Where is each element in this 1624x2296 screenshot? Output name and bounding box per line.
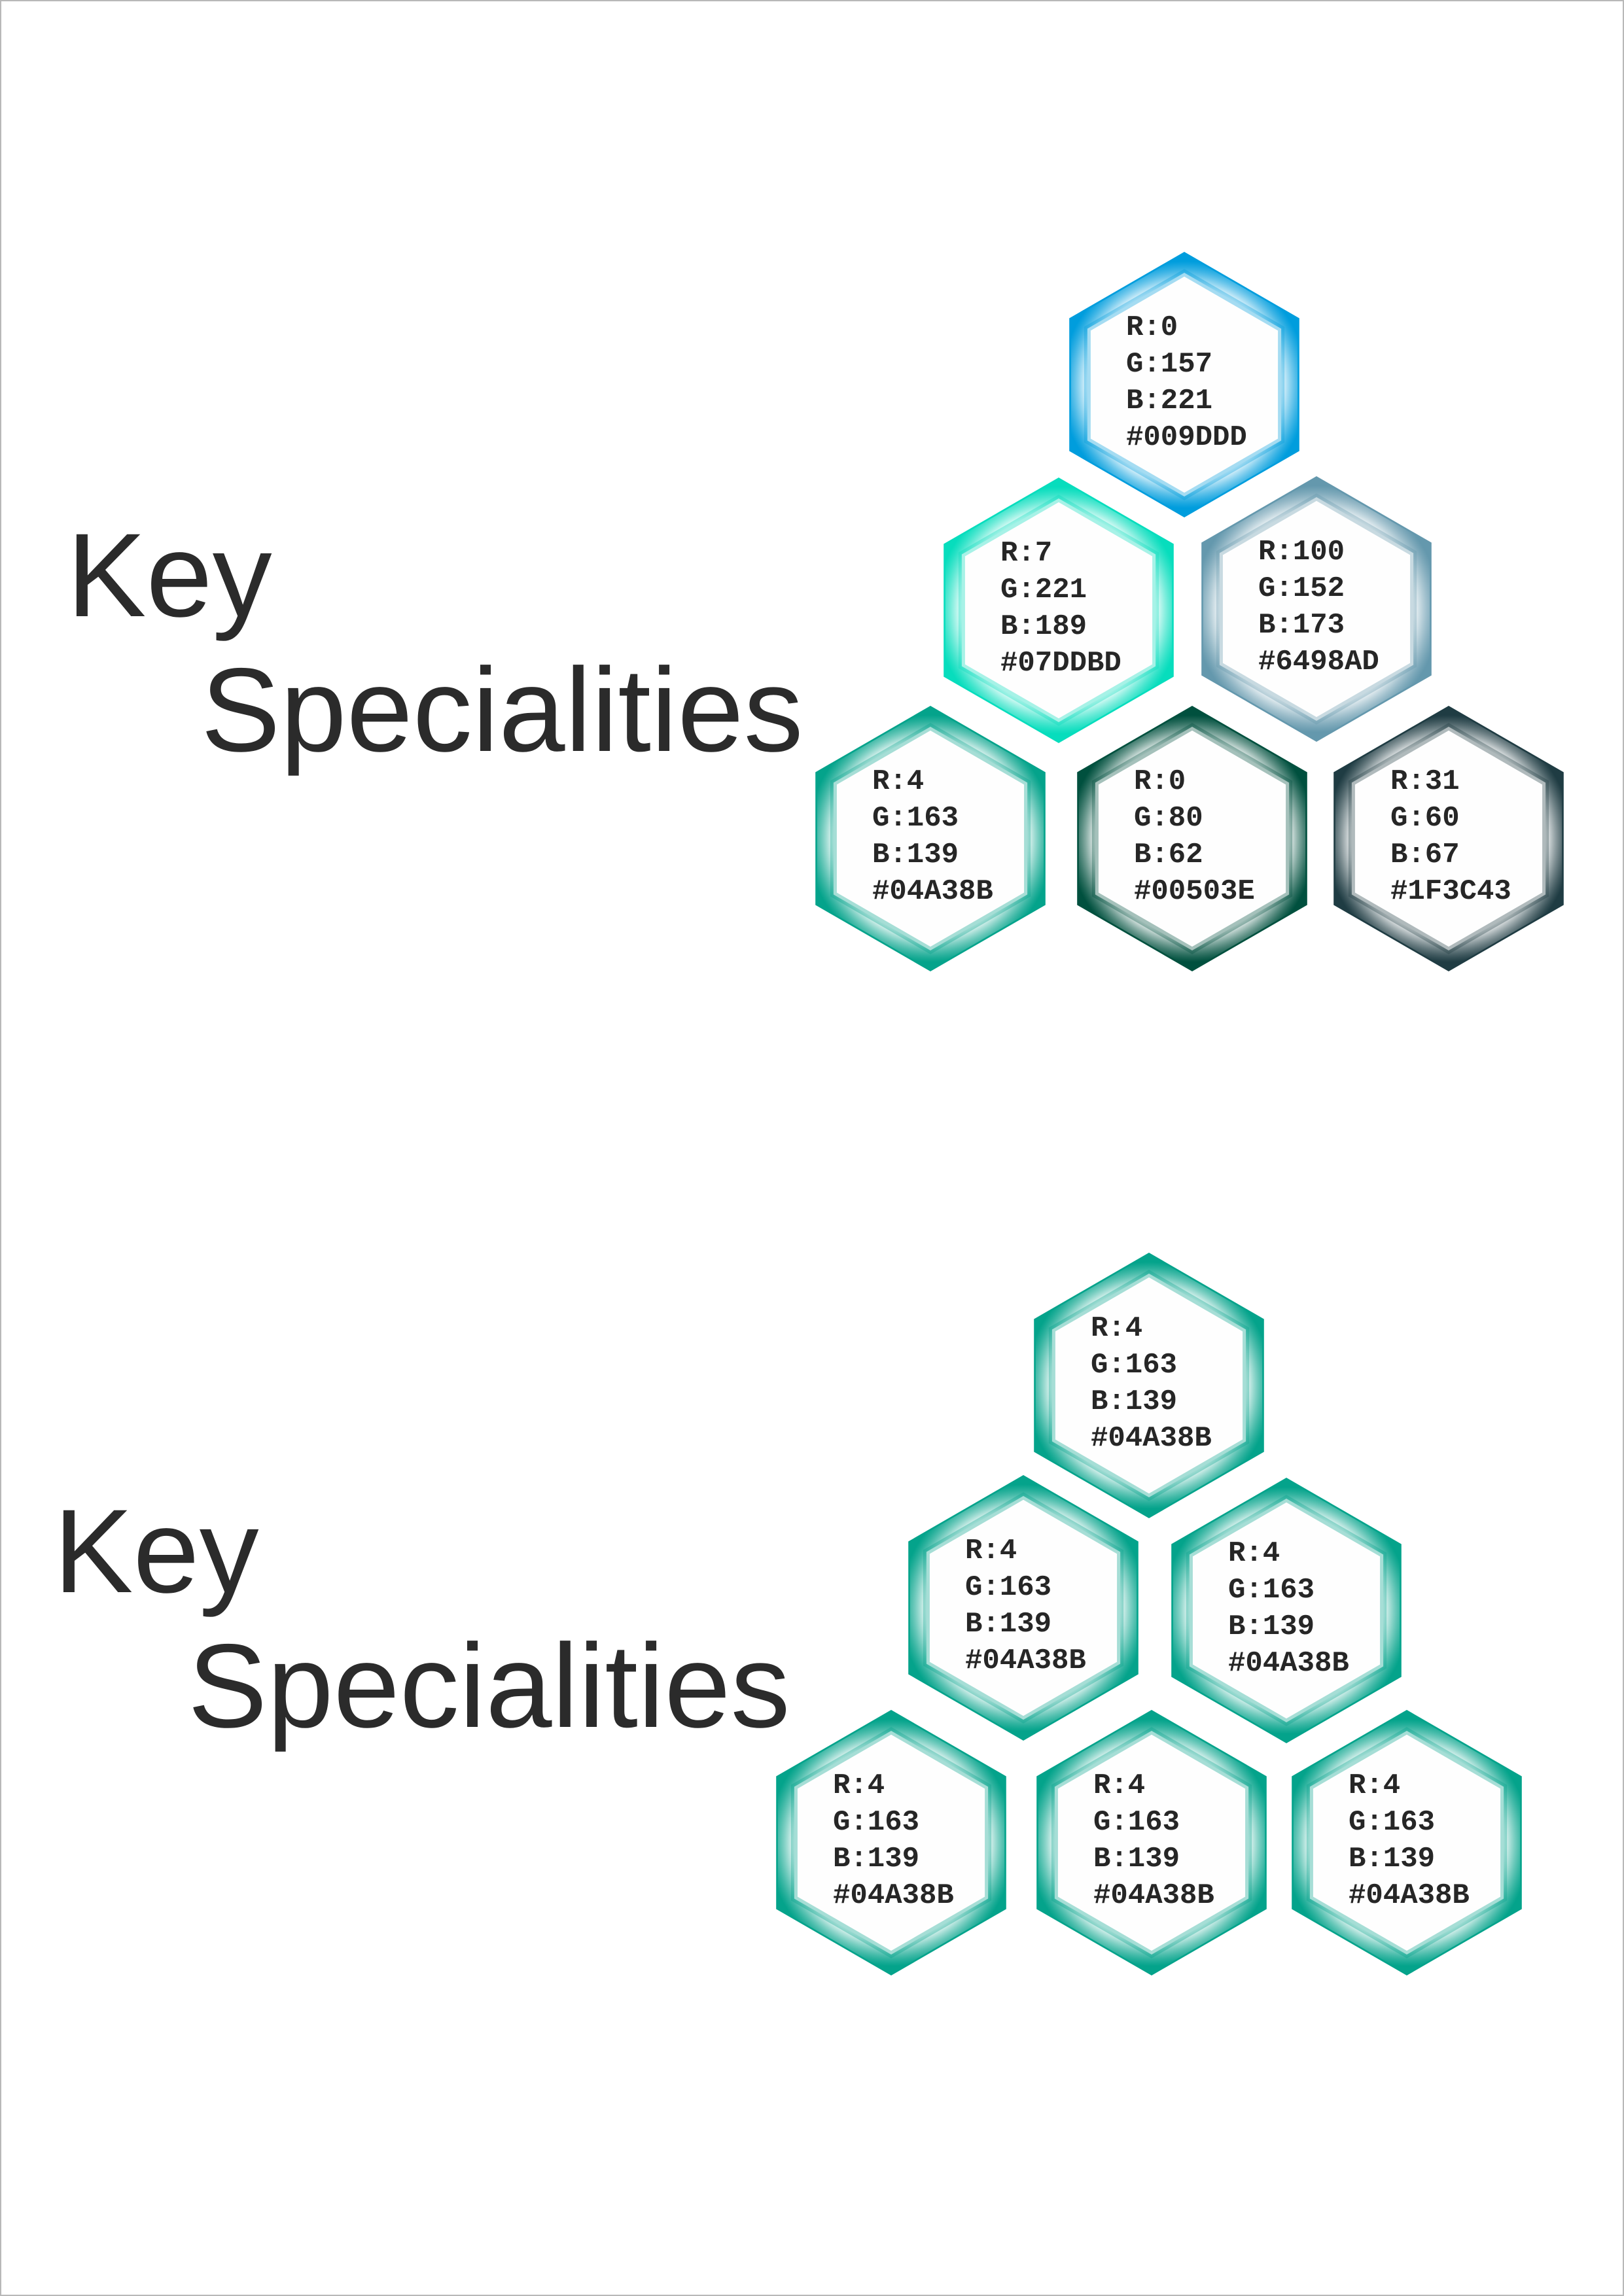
- hexagon-red-value: R:4: [1228, 1537, 1280, 1570]
- hexagon-hex-code: #6498AD: [1258, 646, 1379, 678]
- hexagon-center: [1193, 1503, 1380, 1718]
- hexagon-red-value: R:0: [1126, 311, 1178, 344]
- hexagon-red-value: R:4: [833, 1769, 885, 1802]
- hexagon-blue-value: B:189: [1000, 610, 1087, 643]
- hexagon-red-value: R:4: [872, 765, 924, 798]
- hexagon-blue-value: B:221: [1126, 385, 1212, 417]
- hexagon-green-value: G:163: [1093, 1806, 1180, 1839]
- hexagon-hex-code: #04A38B: [1091, 1422, 1212, 1455]
- hexagon-blue-value: B:139: [965, 1608, 1051, 1641]
- hexagon-center: [930, 1500, 1117, 1716]
- hexagon-red-value: R:4: [1091, 1312, 1142, 1345]
- hexagon-red-value: R:7: [1000, 537, 1052, 570]
- hexagon-hex-code: #009DDD: [1126, 421, 1247, 454]
- hexagon-green-value: G:152: [1258, 572, 1345, 605]
- hexagon-center: [1223, 501, 1410, 717]
- hexagon-blue-value: B:139: [833, 1843, 919, 1875]
- hexagon-red-value: R:4: [965, 1535, 1017, 1567]
- hexagon-green-value: G:60: [1390, 802, 1460, 835]
- hexagon-green-value: G:163: [965, 1571, 1051, 1604]
- hexagon-blue-value: B:139: [1093, 1843, 1180, 1875]
- hexagon-center: [1055, 1278, 1243, 1493]
- hexagon-green-value: G:163: [1091, 1349, 1177, 1382]
- hexagon-blue-value: B:173: [1258, 609, 1345, 642]
- hexagon-blue-value: B:62: [1134, 839, 1203, 871]
- section-1-title-line-1: Key: [67, 508, 272, 642]
- hexagon-red-value: R:0: [1134, 765, 1186, 798]
- hexagon-center: [798, 1735, 985, 1951]
- hexagon-hex-code: #04A38B: [1228, 1647, 1349, 1680]
- hexagon-green-value: G:163: [833, 1806, 919, 1839]
- hexagon-hex-code: #04A38B: [833, 1879, 954, 1912]
- hexagon-green-value: G:157: [1126, 348, 1212, 381]
- hexagon-red-value: R:100: [1258, 536, 1345, 568]
- section-1-title-line-2: Specialities: [201, 643, 803, 776]
- hexagon-center: [1099, 731, 1286, 947]
- hexagon-green-value: G:221: [1000, 574, 1087, 606]
- hexagon-center: [1091, 277, 1278, 493]
- hexagon-green-value: G:163: [1349, 1806, 1435, 1839]
- hexagon-green-value: G:163: [872, 802, 959, 835]
- hexagon-swatch: R:31G:60B:67 #1F3C43: [1333, 706, 1564, 971]
- hexagon-hex-code: #1F3C43: [1390, 875, 1511, 908]
- hexagon-hex-code: #00503E: [1134, 875, 1255, 908]
- hexagon-blue-value: B:139: [1091, 1385, 1177, 1418]
- hexagon-center: [1313, 1735, 1500, 1951]
- hexagon-hex-code: #07DDBD: [1000, 647, 1121, 680]
- hexagon-center: [1355, 731, 1542, 947]
- hexagon-center: [1058, 1735, 1245, 1951]
- section-2-title-line-1: Key: [54, 1484, 259, 1618]
- hexagon-blue-value: B:139: [1349, 1843, 1435, 1875]
- hexagon-hex-code: #04A38B: [1093, 1879, 1214, 1912]
- hexagon-green-value: G:163: [1228, 1574, 1315, 1607]
- hexagon-red-value: R:4: [1093, 1769, 1145, 1802]
- hexagon-hex-code: #04A38B: [872, 875, 993, 908]
- hexagon-hex-code: #04A38B: [1349, 1879, 1470, 1912]
- hexagon-hex-code: #04A38B: [965, 1644, 1086, 1677]
- hexagon-red-value: R:4: [1349, 1769, 1400, 1802]
- hexagon-blue-value: B:139: [872, 839, 959, 871]
- hexagon-center: [837, 731, 1024, 947]
- hexagon-blue-value: B:139: [1228, 1610, 1315, 1643]
- hexagon-blue-value: B:67: [1390, 839, 1460, 871]
- hexagon-swatch: R:0G:80B:62 #00503E: [1077, 706, 1307, 971]
- hexagon-red-value: R:31: [1390, 765, 1460, 798]
- hexagon-green-value: G:80: [1134, 802, 1203, 835]
- hexagon-center: [965, 502, 1152, 718]
- section-2-title-line-2: Specialities: [188, 1619, 790, 1752]
